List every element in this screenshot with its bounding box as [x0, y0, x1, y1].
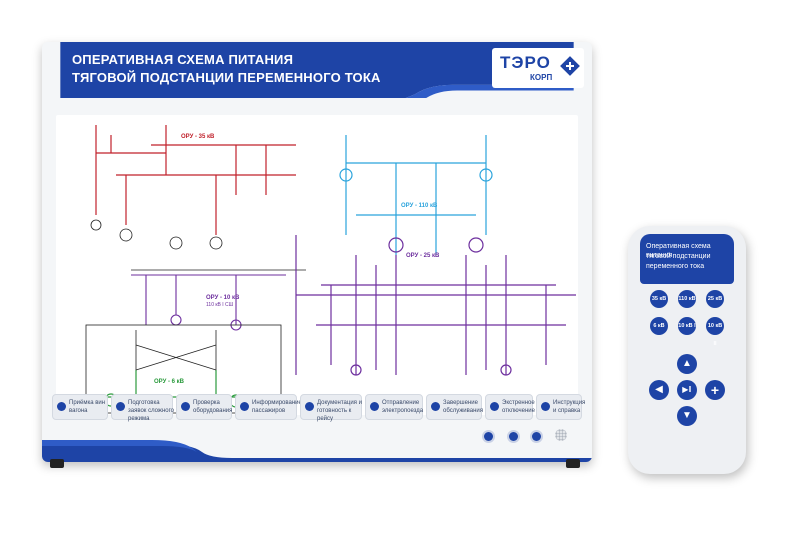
remote-button-10kv-2[interactable]: 10 кВ II — [706, 317, 724, 347]
nav-button-label: Инструкция и справка — [553, 400, 586, 414]
nav-button-6[interactable]: Отправление электропоезда — [365, 394, 423, 420]
board-title-line2: ТЯГОВОЙ ПОДСТАНЦИИ ПЕРЕМЕННОГО ТОКА — [72, 70, 381, 85]
speaker-grille-icon — [555, 429, 567, 441]
button-indicator-icon — [490, 402, 499, 411]
remote-screen-line1: Оперативная схема питания — [646, 243, 711, 259]
label-oru110: ОРУ - 110 кВ — [401, 203, 438, 209]
board-bottom-band — [42, 440, 592, 462]
board-foot-right — [566, 459, 580, 468]
label-oru6: ОРУ - 6 кВ — [154, 379, 185, 385]
remote-button-10kv-1[interactable]: 10 кВ I — [678, 317, 696, 335]
indicator-light-icon — [532, 432, 541, 441]
button-indicator-icon — [305, 402, 314, 411]
play-pause-icon[interactable]: ▶‖ — [677, 380, 697, 400]
section-25kv — [295, 235, 576, 376]
nav-button-label: Проверка оборудования — [193, 400, 233, 414]
board-title-line1: ОПЕРАТИВНАЯ СХЕМА ПИТАНИЯ — [72, 52, 294, 67]
button-indicator-icon — [181, 402, 190, 411]
remote-control: Оперативная схема питания тяговой подста… — [628, 226, 746, 474]
button-indicator-icon — [370, 402, 379, 411]
indicator-light-icon — [484, 432, 493, 441]
button-indicator-icon — [57, 402, 66, 411]
left-arrow-icon[interactable]: ◀ — [649, 380, 669, 400]
logo-subtitle: КОРП — [530, 73, 553, 82]
section-110kv — [339, 135, 493, 255]
nav-button-5[interactable]: Документация и готовность к рейсу — [300, 394, 362, 422]
mnemonic-board: ОПЕРАТИВНАЯ СХЕМА ПИТАНИЯ ТЯГОВОЙ ПОДСТА… — [42, 42, 592, 462]
logo-emblem-icon — [560, 56, 580, 76]
button-indicator-icon — [541, 402, 550, 411]
section-35kv — [95, 125, 296, 235]
remote-button-35kv[interactable]: 35 кВ — [650, 290, 668, 308]
nav-button-9[interactable]: Инструкция и справка — [536, 394, 586, 420]
company-logo: ТЭРО КОРП — [492, 48, 584, 88]
label-oru25: ОРУ - 25 кВ — [406, 253, 440, 259]
section-35kv-black — [90, 219, 306, 271]
button-indicator-icon — [116, 402, 125, 411]
indicator-light-icon — [509, 432, 518, 441]
remote-button-110kv[interactable]: 110 кВ — [678, 290, 696, 308]
button-indicator-icon — [431, 402, 440, 411]
nav-button-label: Документация и готовность к рейсу — [317, 400, 362, 422]
remote-screen-line3: переменного тока — [646, 263, 705, 270]
label-oru10: ОРУ - 10 кВ — [206, 295, 240, 301]
power-scheme-diagram: ОРУ - 35 кВ ОРУ - 110 кВ — [56, 115, 578, 415]
remote-screen-line2: тяговой подстанции — [646, 253, 711, 260]
section-10kv — [131, 274, 286, 331]
scenario-button-row: Приёмка вин вагона Подготовка заявок сло… — [52, 394, 586, 422]
board-header-band — [60, 42, 574, 98]
remote-button-6kv[interactable]: 6 кВ — [650, 317, 668, 335]
nav-button-3[interactable]: Проверка оборудования — [176, 394, 232, 420]
nav-button-4[interactable]: Информирование пассажиров — [235, 394, 302, 420]
plus-icon[interactable]: + — [705, 380, 725, 400]
nav-button-label: Приёмка вин вагона — [69, 400, 106, 414]
nav-button-label: Экстренное отключение — [502, 400, 535, 414]
nav-button-label: Подготовка заявок сложного режима — [128, 400, 174, 422]
button-indicator-icon — [240, 402, 249, 411]
down-arrow-icon[interactable]: ▼ — [677, 406, 697, 426]
remote-screen: Оперативная схема питания тяговой подста… — [640, 234, 734, 284]
nav-button-7[interactable]: Завершение обслуживания — [426, 394, 483, 420]
up-arrow-icon[interactable]: ▲ — [677, 354, 697, 374]
nav-button-label: Завершение обслуживания — [443, 400, 484, 414]
nav-button-label: Информирование пассажиров — [252, 400, 302, 414]
board-foot-left — [50, 459, 64, 468]
nav-button-label: Отправление электропоезда — [382, 400, 424, 414]
nav-button-2[interactable]: Подготовка заявок сложного режима — [111, 394, 174, 422]
remote-button-25kv[interactable]: 25 кВ — [706, 290, 724, 308]
nav-button-1[interactable]: Приёмка вин вагона — [52, 394, 108, 420]
label-oru35: ОРУ - 35 кВ — [181, 134, 215, 140]
nav-button-8[interactable]: Экстренное отключение — [485, 394, 535, 420]
logo-wordmark: ТЭРО — [500, 53, 551, 72]
label-oru10-sub: 110 кВ I СШ — [206, 302, 234, 308]
